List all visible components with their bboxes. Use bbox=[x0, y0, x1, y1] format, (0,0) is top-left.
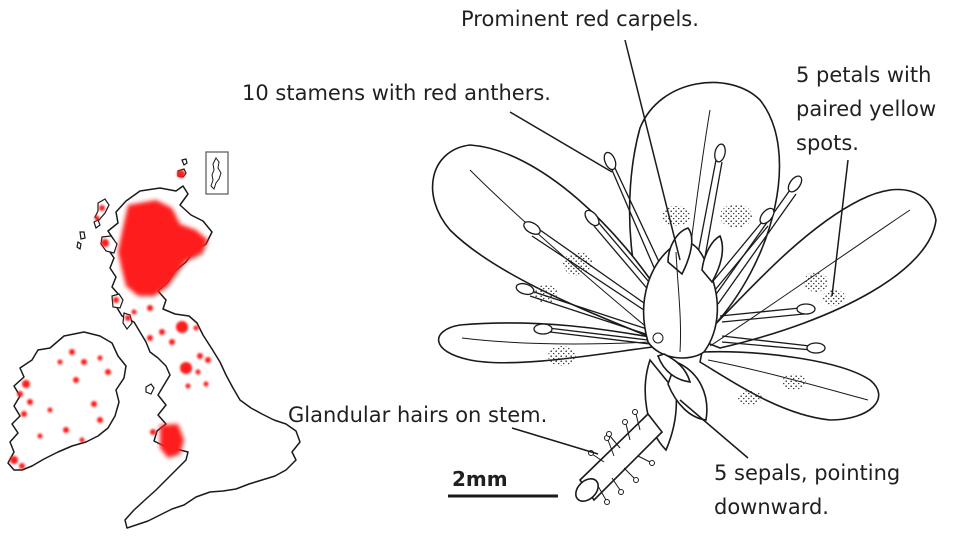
stem bbox=[571, 414, 662, 506]
label-hairs: Glandular hairs on stem. bbox=[288, 402, 547, 429]
label-petals-1: 5 petals with bbox=[796, 62, 931, 89]
scale-bar-label: 2mm bbox=[452, 466, 508, 493]
label-petals-2: paired yellow bbox=[796, 96, 936, 123]
petal-left bbox=[433, 145, 664, 338]
label-stamens: 10 stamens with red anthers. bbox=[242, 80, 551, 107]
label-petals-3: spots. bbox=[796, 130, 859, 157]
label-carpels: Prominent red carpels. bbox=[461, 6, 699, 33]
label-sepals-2: downward. bbox=[714, 494, 829, 521]
label-sepals-1: 5 sepals, pointing bbox=[714, 460, 900, 487]
